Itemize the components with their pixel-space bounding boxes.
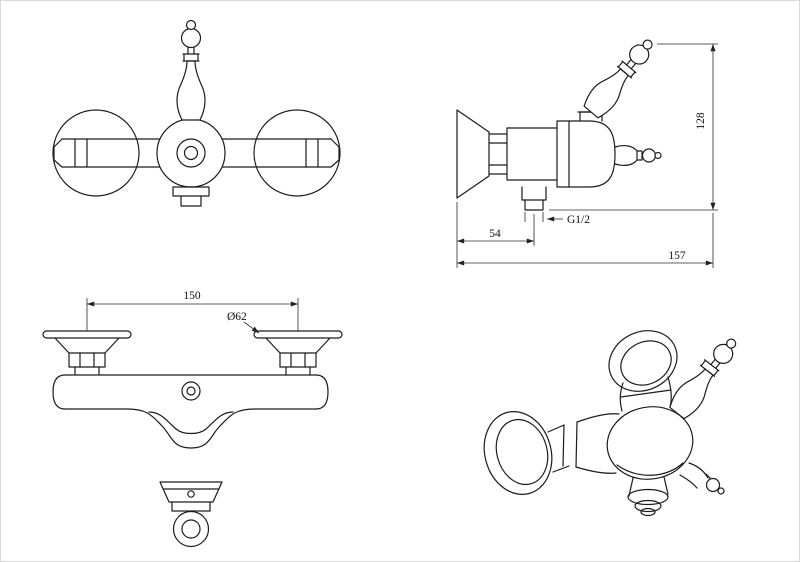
dim-54-label: 54 (489, 228, 501, 240)
wall-flange-left-top (42, 330, 132, 368)
outlet-spout (172, 186, 210, 207)
wall-flange-left (52, 109, 140, 197)
lever-handle (176, 19, 206, 121)
top-view-dimensions: 150 Ø62 (86, 290, 299, 334)
dim-dia62-label: Ø62 (227, 311, 247, 323)
persp-bottom-outlet (627, 476, 669, 517)
wall-flange-right (253, 109, 341, 197)
dim-g12-label: G1/2 (567, 214, 590, 226)
dim-157-label: 157 (668, 250, 686, 262)
persp-lever-handle (669, 338, 737, 420)
valve-hub (156, 118, 226, 188)
persp-valve-body (606, 406, 694, 480)
bottom-outlet (521, 186, 547, 211)
persp-wall-flange-left (483, 411, 553, 495)
body-cylinder (506, 111, 616, 188)
front-view (52, 19, 341, 207)
dim-thread-g12: G1/2 (524, 212, 590, 226)
body-top-outline (52, 366, 329, 449)
dim-128-label: 128 (695, 112, 707, 130)
dim-150-label: 150 (183, 290, 201, 302)
side-view-dimensions: 128 G1/2 54 157 (456, 43, 718, 268)
persp-connector-left (547, 413, 620, 474)
lever-handle (583, 39, 653, 119)
dim-diameter-62: Ø62 (227, 311, 260, 334)
persp-wall-flange-right (608, 330, 678, 392)
diverter-horn (614, 145, 662, 166)
dim-depth-157: 157 (457, 213, 714, 268)
outlet-detail (159, 481, 223, 548)
wall-flange-right-top (253, 330, 343, 368)
hex-nut (488, 133, 508, 175)
persp-diverter-knob (679, 462, 725, 495)
dim-offset-54: 54 (456, 202, 535, 268)
top-view (42, 330, 343, 548)
dim-center-150: 150 (86, 290, 299, 331)
side-view (456, 39, 662, 211)
wall-cone (456, 109, 490, 199)
dim-height-128: 128 (549, 43, 718, 211)
perspective-view (483, 330, 737, 517)
